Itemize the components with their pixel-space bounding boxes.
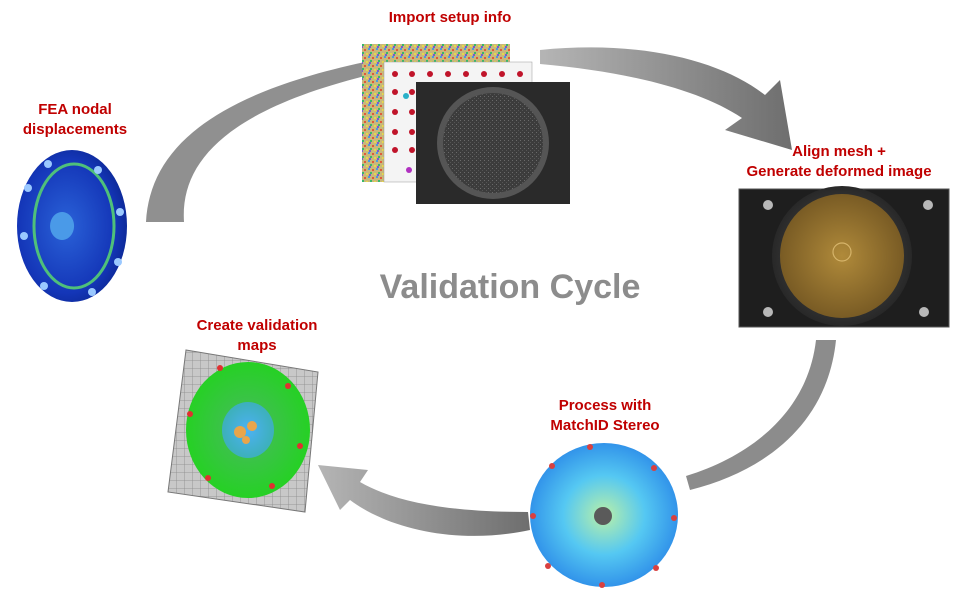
maps-label: Create validation maps xyxy=(172,316,342,356)
fea-label: FEA nodal displacements xyxy=(0,100,150,140)
maps-label-line2: maps xyxy=(237,337,277,354)
import-label-text: Import setup info xyxy=(388,9,512,26)
fea-disc xyxy=(17,150,127,302)
align-label-line2: Generate deformed image xyxy=(746,163,932,180)
arrow-right xyxy=(686,340,836,490)
import-images xyxy=(362,44,570,204)
arrow-top xyxy=(540,47,792,151)
process-label-line2: MatchID Stereo xyxy=(550,417,660,434)
arrow-left xyxy=(146,62,365,222)
center-title: Validation Cycle xyxy=(379,268,641,306)
arrow-bottom xyxy=(318,465,530,536)
align-label: Align mesh + Generate deformed image xyxy=(718,142,960,182)
fea-label-line2: displacements xyxy=(22,121,128,138)
maps-plate xyxy=(167,349,319,513)
fea-label-line1: FEA nodal xyxy=(38,101,112,118)
maps-label-line1: Create validation xyxy=(196,317,318,334)
align-label-line1: Align mesh + xyxy=(792,143,886,160)
import-label: Import setup info xyxy=(345,8,555,28)
process-label-line1: Process with xyxy=(558,397,652,414)
process-disc xyxy=(530,443,678,588)
align-image xyxy=(738,186,950,328)
process-label: Process with MatchID Stereo xyxy=(520,396,690,436)
